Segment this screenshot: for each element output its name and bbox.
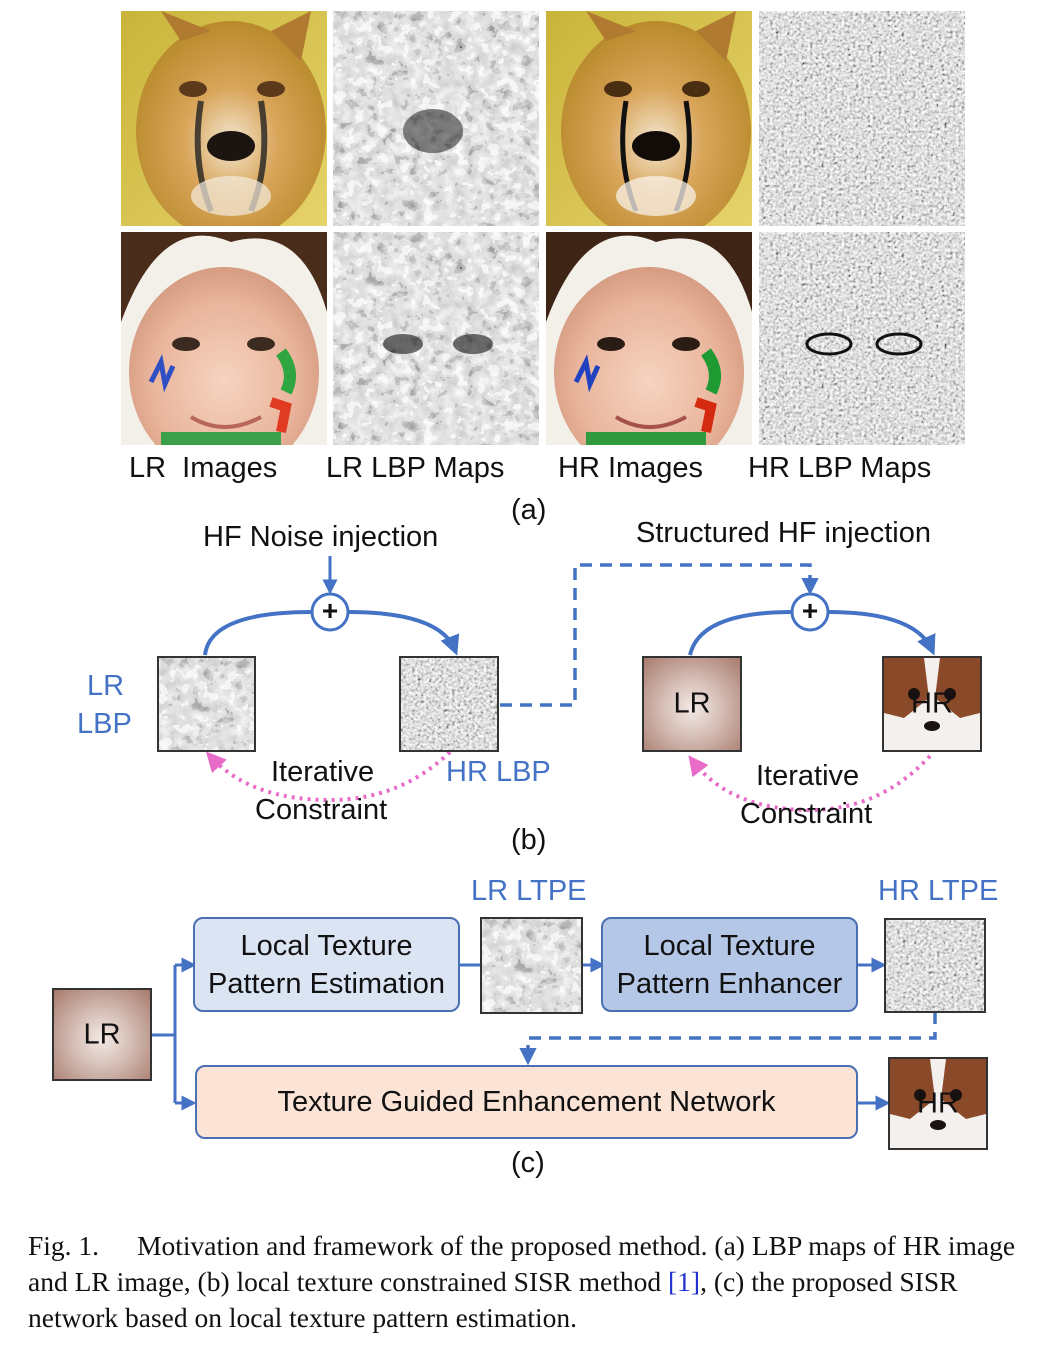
lr-puppy-text: LR xyxy=(673,687,711,720)
caption-text-after-ref: , (c) the proposed SISR network based on… xyxy=(28,1266,958,1333)
lr-boy-image xyxy=(121,232,327,445)
hr-ltpe-label: HR LTPE xyxy=(878,875,999,907)
column-label-lr-lbp-maps: LR LBP Maps xyxy=(326,452,505,484)
panel-b-sublabel: (b) xyxy=(511,824,547,856)
caption-reference-link[interactable]: [1] xyxy=(667,1266,701,1297)
lr-cheetah-image xyxy=(121,11,327,226)
panel-c-sublabel: (c) xyxy=(511,1147,545,1179)
right-plus-sign: + xyxy=(801,595,819,626)
right-top-arc-right xyxy=(827,610,936,656)
caption-text-before-ref: Motivation and framework of the proposed… xyxy=(28,1230,1016,1297)
lr-lbp-label-line1: LR xyxy=(87,670,125,702)
enhancer-box-line2: Pattern Enhancer xyxy=(616,967,843,1000)
lr-puppy-thumbnail: LR xyxy=(642,656,742,752)
local-texture-pattern-estimation-box: Local Texture Pattern Estimation xyxy=(193,917,460,1012)
caption-prefix: Fig. 1. xyxy=(28,1230,100,1261)
lr-ltpe-label: LR LTPE xyxy=(471,875,587,907)
lr-lbp-thumbnail xyxy=(157,656,256,752)
right-constraint-line2: Constraint xyxy=(740,798,873,830)
lr-cheetah-lbp-map xyxy=(333,11,539,226)
hr-boy-lbp-map xyxy=(759,232,965,445)
column-label-hr-lbp-maps: HR LBP Maps xyxy=(748,452,932,484)
column-label-lr-images: LR Images xyxy=(129,452,278,484)
hr-output-thumbnail: HR xyxy=(888,1057,988,1150)
right-constraint-line1: Iterative xyxy=(756,760,860,792)
lr-boy-lbp-map xyxy=(333,232,539,445)
structured-hf-link xyxy=(500,563,819,707)
hr-lbp-thumbnail xyxy=(399,656,499,752)
figure-caption: Fig. 1.Motivation and framework of the p… xyxy=(28,1228,1028,1336)
panel-a-sublabel: (a) xyxy=(511,494,547,526)
left-plus-sign: + xyxy=(321,595,339,626)
texture-guided-enhancement-network-box: Texture Guided Enhancement Network xyxy=(195,1065,858,1139)
hr-puppy-thumbnail: HR xyxy=(882,656,982,752)
hf-noise-label: HF Noise injection xyxy=(203,521,439,553)
left-top-arc-right xyxy=(347,610,460,656)
enhancer-box-line1: Local Texture xyxy=(643,929,816,962)
left-constraint-line2: Constraint xyxy=(255,794,388,826)
lr-ltpe-thumbnail xyxy=(480,917,583,1014)
structured-hf-label: Structured HF injection xyxy=(636,517,931,549)
right-top-arc xyxy=(688,610,793,656)
left-top-arc xyxy=(203,610,313,656)
hr-cheetah-lbp-map xyxy=(759,11,965,226)
column-label-hr-images: HR Images xyxy=(558,452,704,484)
lr-lbp-label-line2: LBP xyxy=(77,708,132,740)
hr-cheetah-image xyxy=(546,11,752,226)
right-constraint-arrow xyxy=(688,754,932,813)
hr-puppy-text: HR xyxy=(911,687,953,720)
left-constraint-arrow xyxy=(205,750,452,803)
hr-boy-image xyxy=(546,232,752,445)
lr-input-text: LR xyxy=(83,1018,121,1050)
estimation-box-line1: Local Texture xyxy=(240,929,413,962)
hr-ltpe-to-network xyxy=(519,1012,937,1066)
local-texture-pattern-enhancer-box: Local Texture Pattern Enhancer xyxy=(601,917,858,1012)
hr-ltpe-thumbnail xyxy=(884,918,986,1013)
left-constraint-line1: Iterative xyxy=(271,756,375,788)
right-plus-circle xyxy=(790,592,830,632)
hr-output-text: HR xyxy=(917,1087,959,1119)
lr-input-thumbnail: LR xyxy=(52,988,152,1081)
estimation-box-line2: Pattern Estimation xyxy=(208,967,445,1000)
left-plus-circle xyxy=(310,592,350,632)
hr-lbp-label: HR LBP xyxy=(446,756,551,788)
